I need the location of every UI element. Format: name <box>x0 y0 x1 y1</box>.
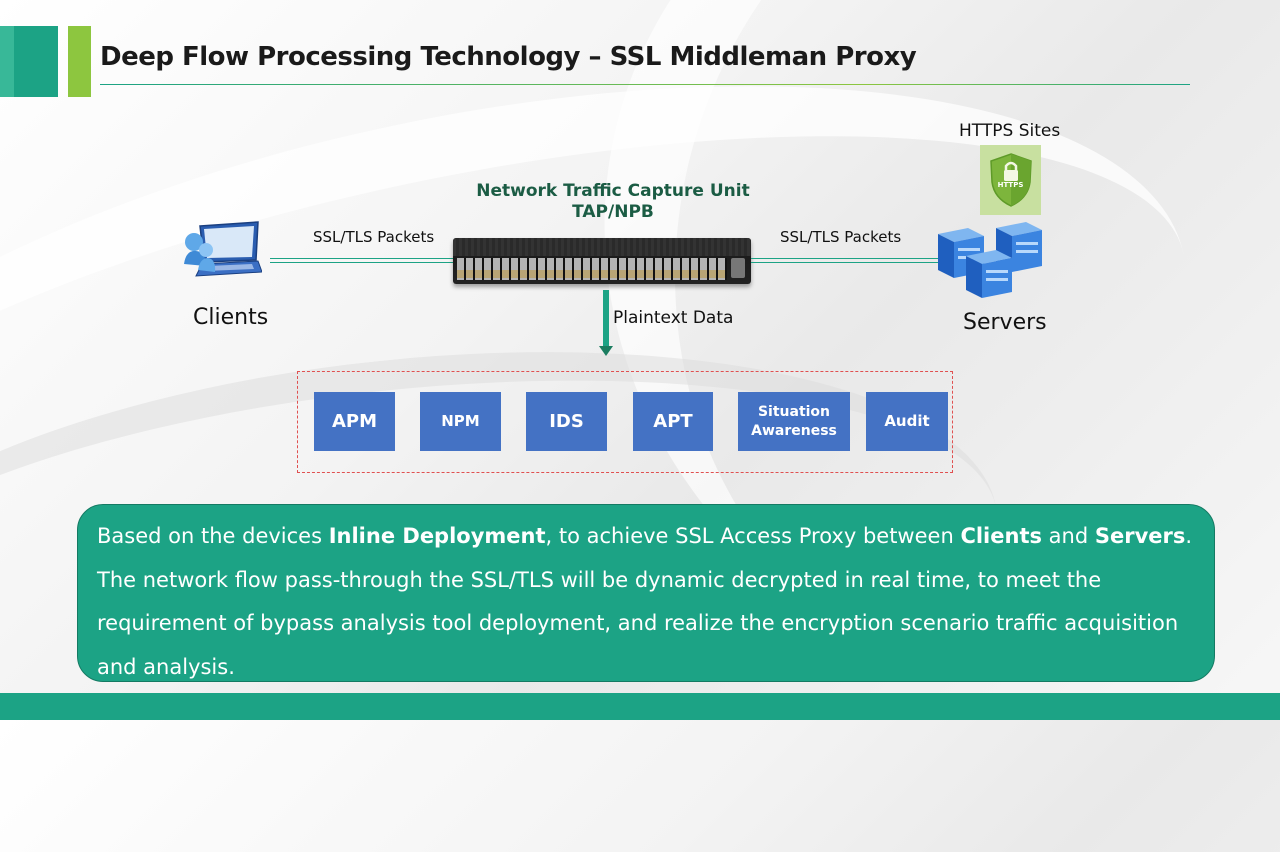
tool-apm: APM <box>314 392 395 451</box>
header-accent-green <box>68 26 91 97</box>
server-link-label: SSL/TLS Packets <box>780 228 902 246</box>
device-type: TAP/NPB <box>572 202 654 222</box>
tool-npm: NPM <box>420 392 501 451</box>
plaintext-arrow <box>603 290 609 348</box>
page-title: Deep Flow Processing Technology – SSL Mi… <box>100 42 917 72</box>
title-underline <box>100 84 1190 85</box>
tool-situation-awareness: Situation Awareness <box>738 392 850 451</box>
tool-label: IDS <box>549 411 584 432</box>
servers-icon <box>938 222 1042 298</box>
device-title: Network Traffic Capture Unit TAP/NPB <box>460 181 766 223</box>
footer-bar <box>0 693 1280 720</box>
description-line-1: Based on the devices Inline Deployment, … <box>97 524 1193 548</box>
tool-audit: Audit <box>866 392 948 451</box>
analysis-tools-group <box>297 371 953 473</box>
device-name: Network Traffic Capture Unit <box>476 181 750 201</box>
tool-ids: IDS <box>526 392 607 451</box>
plaintext-label: Plaintext Data <box>613 308 734 328</box>
shield-lock-icon <box>989 153 1032 207</box>
plaintext-arrow-head <box>599 346 613 356</box>
https-sites-label: HTTPS Sites <box>959 121 1061 141</box>
tool-label: APM <box>331 411 378 432</box>
clients-label: Clients <box>193 305 269 330</box>
client-link-label: SSL/TLS Packets <box>313 228 435 246</box>
servers-label: Servers <box>963 310 1047 335</box>
tool-label: NPM <box>441 412 480 430</box>
tool-label-line: Awareness <box>751 422 837 439</box>
client-laptop-icon <box>184 221 262 277</box>
network-switch-device <box>453 238 751 284</box>
tool-label: Audit <box>884 412 930 430</box>
server-link-line <box>751 258 941 263</box>
shield-text: HTTPS <box>997 181 1024 189</box>
https-shield: HTTPS <box>980 145 1041 215</box>
client-link-line <box>270 258 455 263</box>
description-paragraph-2: The network flow pass-through the SSL/TL… <box>97 567 1179 679</box>
tool-label: APT <box>653 411 693 432</box>
tool-apt: APT <box>633 392 713 451</box>
tool-label-line: Situation <box>757 403 831 420</box>
description-box: Based on the devices Inline Deployment, … <box>77 504 1215 682</box>
header-accent-light <box>0 26 14 97</box>
